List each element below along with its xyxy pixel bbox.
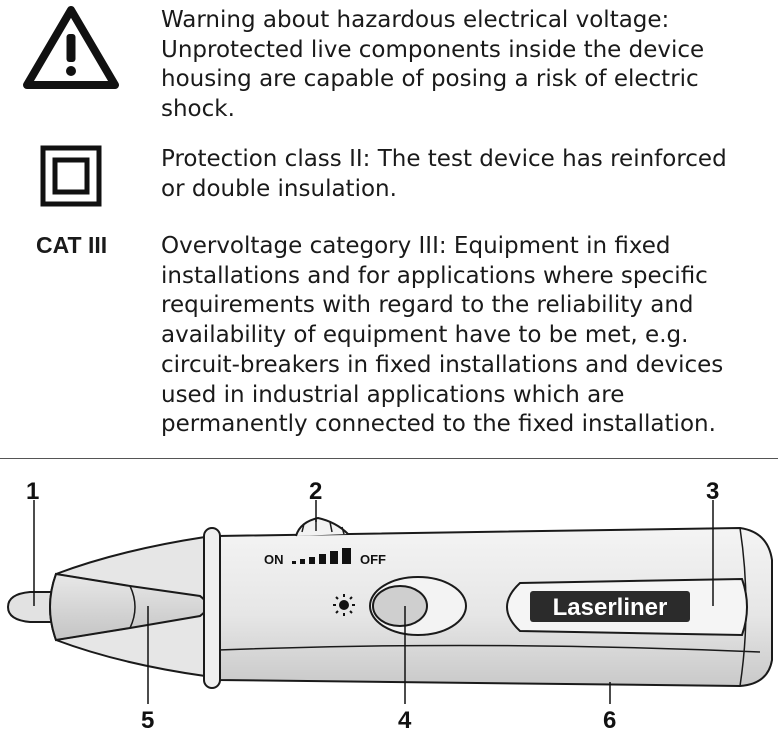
callout-3: 3 <box>706 478 719 505</box>
brand-logo-box <box>530 591 690 622</box>
function-button <box>372 585 428 627</box>
level-bar-3 <box>309 557 315 564</box>
warning-triangle-icon <box>23 6 119 89</box>
brand-logo: Laserliner <box>553 594 668 621</box>
sensitivity-wheel <box>295 516 349 537</box>
protection-class-description: Protection class II: The test device has… <box>161 146 727 202</box>
callout-2: 2 <box>309 478 322 505</box>
level-bar-6 <box>342 548 351 564</box>
switch-on-label: ON <box>264 552 284 567</box>
callout-1: 1 <box>26 478 39 505</box>
section-divider <box>0 458 778 459</box>
probe-tip <box>6 591 58 623</box>
level-bar-1 <box>292 561 296 564</box>
ring-collar <box>203 527 221 689</box>
level-bar-4 <box>319 554 326 564</box>
cat-iii-label: CAT III <box>36 232 108 258</box>
overvoltage-category-description: Overvoltage category III: Equipment in f… <box>161 233 724 438</box>
switch-off-label: OFF <box>360 552 386 567</box>
callout-4: 4 <box>398 707 412 734</box>
level-bar-5 <box>330 551 338 564</box>
callout-6: 6 <box>603 707 616 734</box>
warning-description: Warning about hazardous electrical volta… <box>161 7 705 123</box>
device-diagram: ON OFF Laserliner 1 2 3 4 5 6 <box>6 478 773 734</box>
flashlight-icon <box>333 594 355 616</box>
level-bar-2 <box>300 559 305 564</box>
double-square-icon <box>40 145 102 207</box>
callout-5: 5 <box>141 707 154 734</box>
